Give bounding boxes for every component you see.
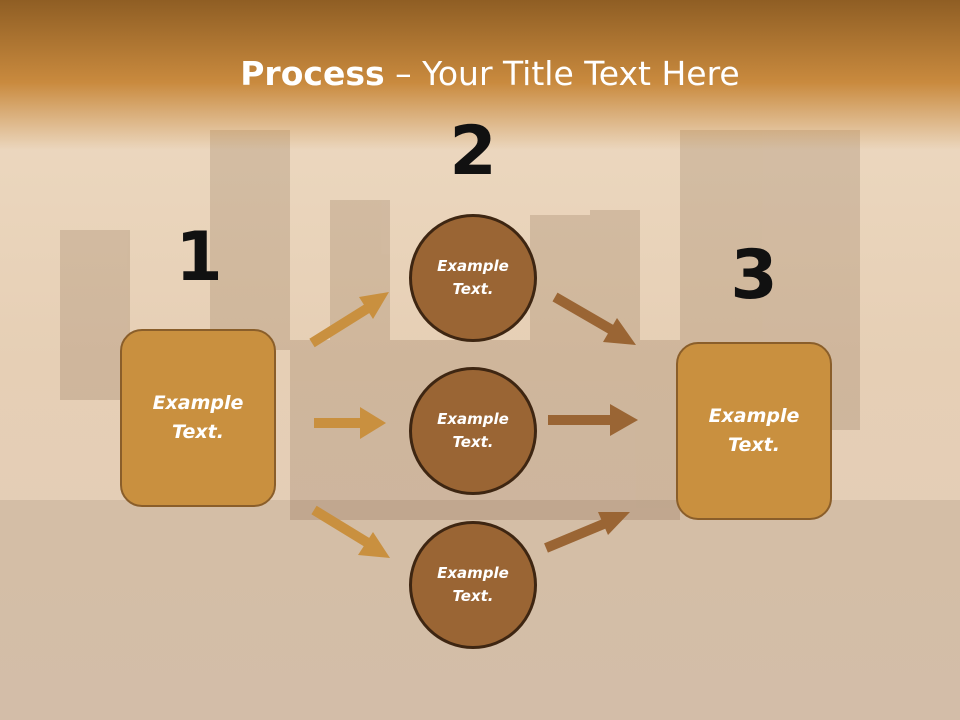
- left-step-text: Example Text.: [152, 392, 244, 443]
- right-step-box: Example Text.: [676, 342, 832, 520]
- slide-title: Process – Your Title Text Here: [0, 52, 960, 96]
- circle-bottom-text: Example Text.: [437, 564, 509, 605]
- right-step-text: Example Text.: [708, 405, 800, 456]
- title-bold: Process: [240, 54, 385, 93]
- left-step-box: Example Text.: [120, 329, 276, 507]
- step-number-2: 2: [449, 112, 497, 191]
- circle-middle-text: Example Text.: [437, 410, 509, 451]
- circle-bottom: Example Text.: [409, 521, 537, 649]
- circle-top-text: Example Text.: [437, 257, 509, 298]
- circle-top: Example Text.: [409, 214, 537, 342]
- step-number-1: 1: [175, 218, 223, 297]
- circle-middle: Example Text.: [409, 367, 537, 495]
- title-rest: – Your Title Text Here: [384, 54, 740, 93]
- step-number-3: 3: [730, 236, 778, 315]
